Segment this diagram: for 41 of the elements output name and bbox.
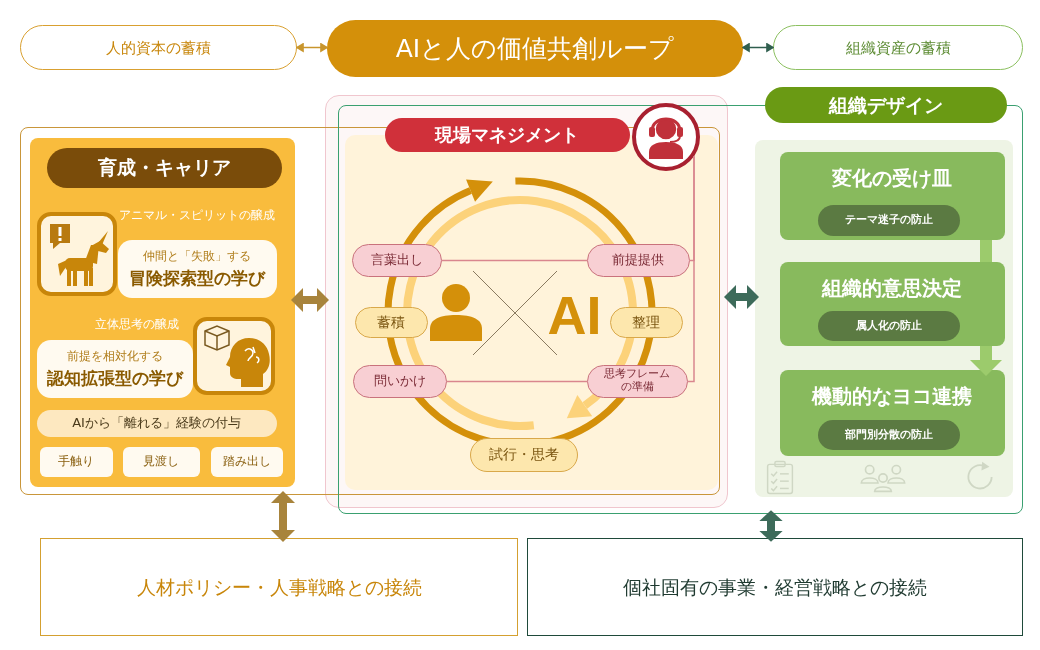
prevention-tag: 部門別分散の防止 (817, 419, 960, 450)
connection-box: 人材ポリシー・人事戦略との接続 (40, 538, 518, 636)
skill-tag: 手触り (39, 446, 113, 477)
learning-panel (29, 137, 295, 487)
title-banner: AIと人の価値共創ループ (327, 20, 743, 77)
ai-label: AI (547, 287, 602, 342)
theme-box (779, 151, 1005, 240)
learning-subtitle: 仲間と「失敗」する (143, 249, 251, 264)
section-header: 現場マネジメント (384, 117, 630, 152)
double-arrow (295, 42, 329, 53)
learning-caption: 立体思考の醸成 (94, 316, 179, 332)
section-header: 育成・キャリア (46, 147, 282, 188)
side-pill: 人的資本の蓄積 (20, 25, 297, 70)
learning-subtitle: 前提を相対化する (66, 349, 163, 364)
theme-title: 変化の受け皿 (832, 165, 952, 190)
flow-band (979, 239, 992, 262)
double-arrow (291, 288, 329, 312)
experience-pill: AIから「離れる」経験の付与 (36, 409, 277, 437)
double-arrow (759, 510, 783, 542)
prevention-tag: テーマ迷子の防止 (817, 204, 960, 236)
learning-caption: アニマル・スピリットの醸成 (119, 207, 275, 223)
connection-box: 個社固有の事業・経営戦略との接続 (527, 538, 1023, 636)
double-arrow (271, 491, 295, 542)
double-arrow (741, 42, 775, 53)
theme-box (779, 261, 1005, 346)
theme-box (779, 369, 1005, 456)
theme-title: 組織的意思決定 (822, 275, 962, 300)
theme-title: 機動的なヨコ連携 (812, 383, 972, 408)
connector-line (441, 259, 588, 262)
connector-line (446, 380, 588, 383)
learning-title: 冒険探索型の学び (129, 267, 265, 288)
double-arrow (724, 285, 759, 309)
learning-title: 認知拡張型の学び (46, 367, 183, 388)
design-panel (754, 139, 1013, 497)
side-pill: 組織資産の蓄積 (773, 25, 1023, 70)
connector-line (687, 155, 695, 383)
prevention-tag: 属人化の防止 (817, 310, 960, 341)
flow-arrow (969, 345, 1002, 376)
skill-tag: 見渡し (122, 446, 200, 477)
section-header: 組織デザイン (765, 87, 1007, 123)
skill-tag: 踏み出し (210, 446, 283, 477)
